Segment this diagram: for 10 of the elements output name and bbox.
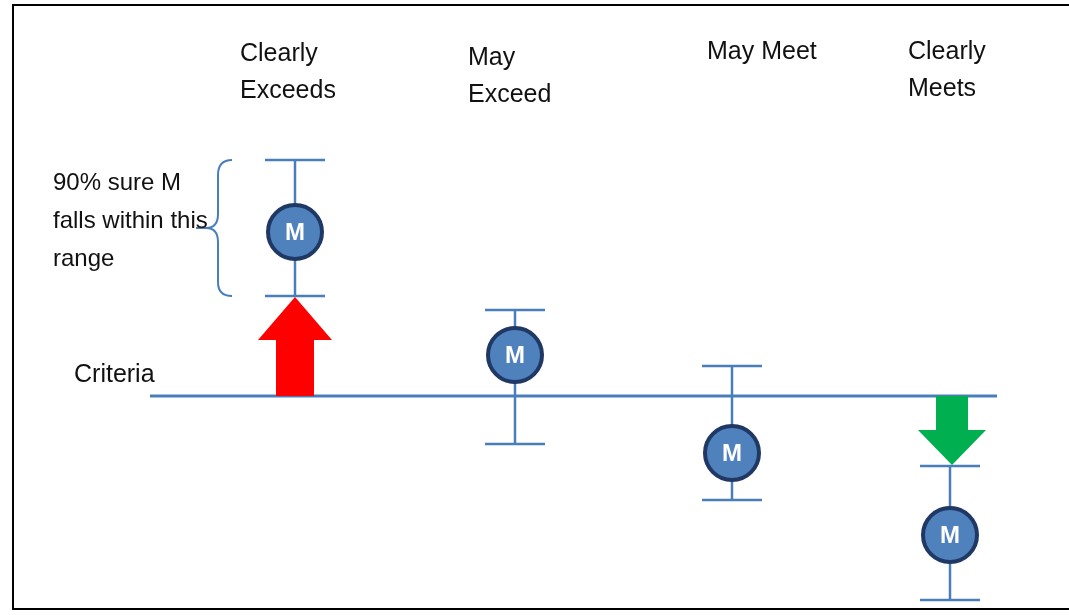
mean-marker: M (266, 203, 324, 261)
mean-marker: M (703, 424, 761, 482)
mean-marker: M (486, 326, 544, 384)
axis-label: Criteria (74, 358, 156, 389)
column-heading: Clearly Meets (908, 35, 987, 103)
column-heading: Clearly Exceeds (240, 37, 337, 105)
column-heading: May Exceed (468, 41, 553, 109)
mean-marker: M (921, 506, 979, 564)
column-heading: May Meet (707, 35, 817, 66)
range-note: 90% sure M falls within this range (53, 167, 209, 273)
